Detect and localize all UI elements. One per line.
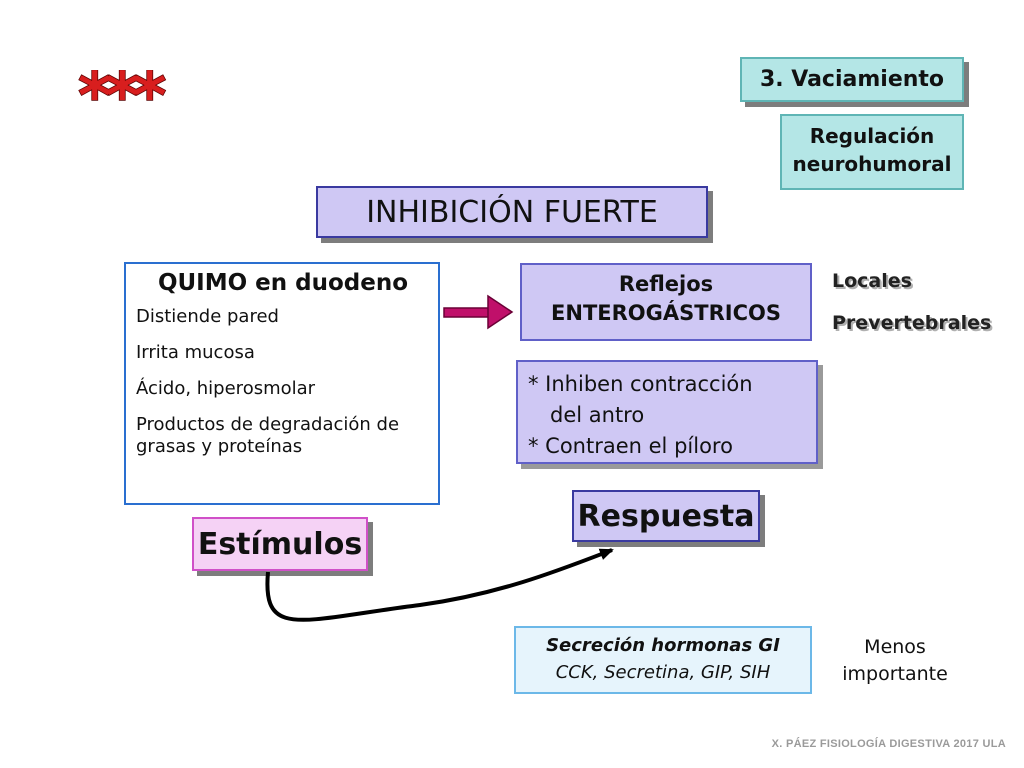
stars-decoration: ***: [77, 70, 172, 120]
effect-line3: * Contraen el píloro: [528, 434, 733, 458]
estimulos-box: Estímulos: [192, 517, 368, 571]
quimo-item-productos: Productos de degradación de grasas y pro…: [136, 414, 400, 457]
effect-line1: * Inhiben contracción: [528, 372, 753, 396]
main-title-box: INHIBICIÓN FUERTE: [316, 186, 708, 238]
section-title-box: 3. Vaciamiento: [740, 57, 964, 102]
stars-text: ***: [78, 70, 166, 120]
quimo-box: QUIMO en duodeno Distiende pared Irrita …: [124, 262, 440, 505]
reflejos-line2: ENTEROGÁSTRICOS: [551, 301, 781, 325]
subsection-line1: Regulación: [809, 124, 935, 148]
main-title: INHIBICIÓN FUERTE: [366, 194, 658, 230]
respuesta-label: Respuesta: [577, 498, 755, 534]
menos-importante-line1: Menos: [864, 636, 926, 658]
quimo-item-distiende: Distiende pared: [136, 306, 279, 327]
section-title: 3. Vaciamiento: [759, 67, 945, 92]
menos-importante-label: Menos importante: [830, 634, 960, 688]
estimulos-label: Estímulos: [197, 526, 363, 562]
reflejos-box: Reflejos ENTEROGÁSTRICOS: [520, 263, 812, 341]
secrecion-hormones: CCK, Secretina, GIP, SIH: [555, 662, 771, 683]
quimo-title: QUIMO en duodeno: [157, 270, 409, 296]
effects-box: * Inhiben contracción del antro * Contra…: [516, 360, 818, 464]
secrecion-title: Secreción hormonas GI: [546, 635, 780, 656]
effect-line2: del antro: [550, 403, 645, 427]
subsection-box: Regulación neurohumoral: [780, 114, 964, 190]
menos-importante-line2: importante: [842, 663, 948, 685]
reflejos-line1: Reflejos: [618, 272, 714, 296]
reflex-type-locales: Locales: [832, 270, 912, 292]
respuesta-box: Respuesta: [572, 490, 760, 542]
secrecion-box: Secreción hormonas GI CCK, Secretina, GI…: [514, 626, 812, 694]
quimo-item-irrita: Irrita mucosa: [136, 342, 255, 363]
reflex-type-prevertebrales: Prevertebrales: [832, 312, 992, 334]
subsection-line2: neurohumoral: [792, 152, 952, 176]
quimo-item-acido: Ácido, hiperosmolar: [136, 378, 316, 399]
stimulus-arrow: [443, 294, 514, 330]
footer-credit: X. PÁEZ FISIOLOGÍA DIGESTIVA 2017 ULA: [771, 738, 1006, 750]
